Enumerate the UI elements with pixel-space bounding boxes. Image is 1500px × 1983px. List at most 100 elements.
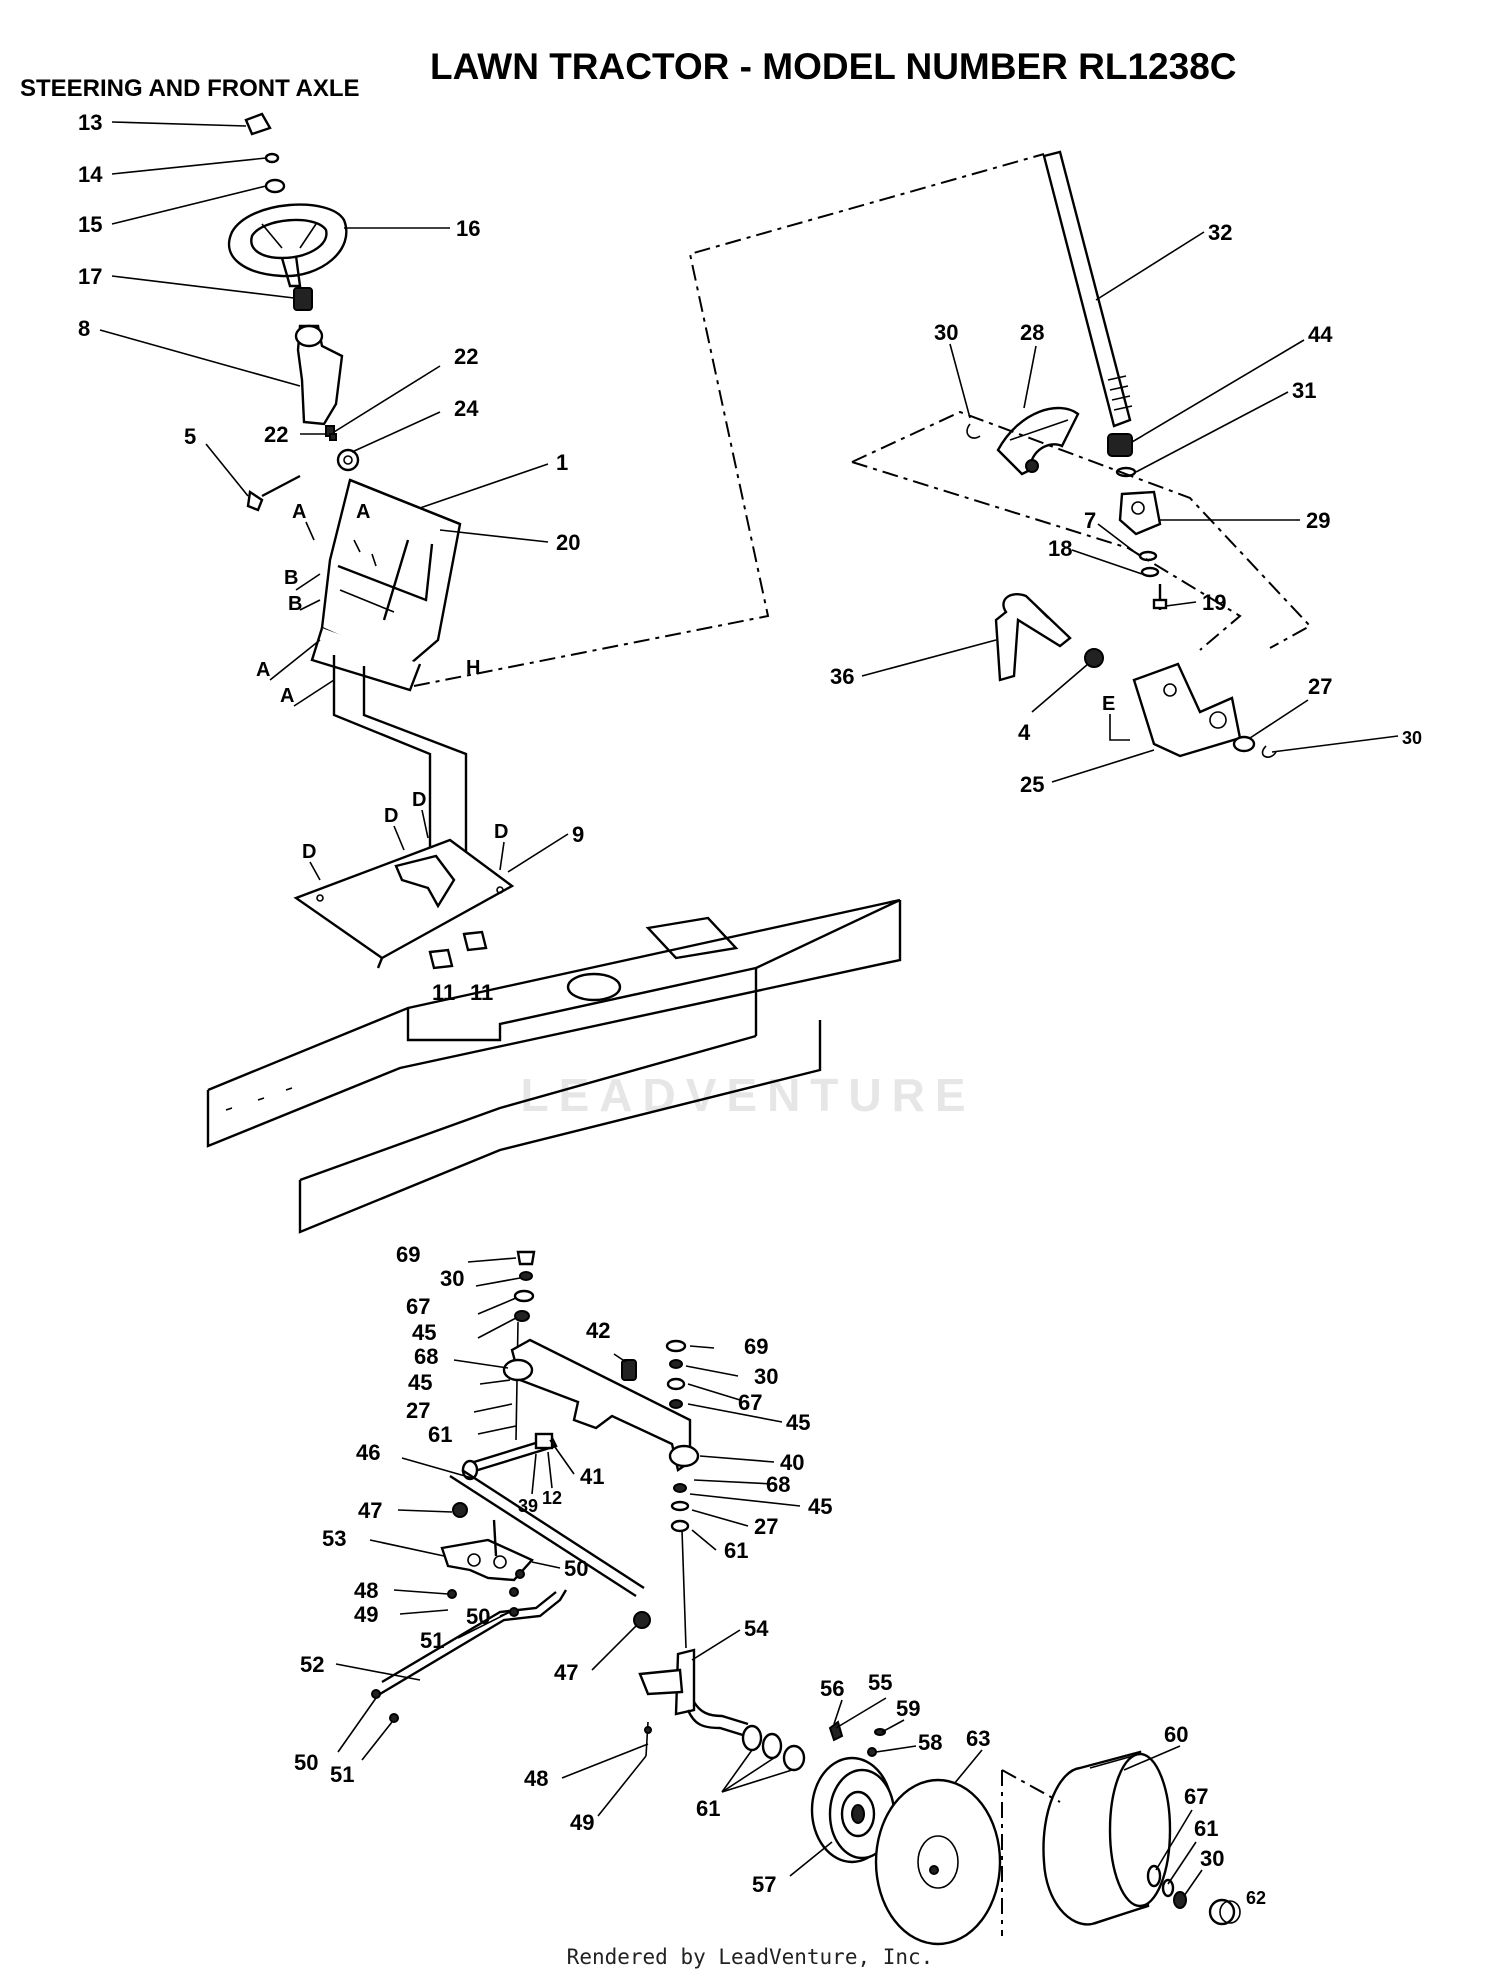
- callout-17: 17: [78, 264, 102, 289]
- callout-52: 52: [300, 1652, 324, 1677]
- bushing-4: [1084, 648, 1104, 668]
- ref-letter-b-1: B: [284, 567, 298, 589]
- callout-44: 44: [1308, 322, 1333, 347]
- clip-nut-11a: [428, 948, 454, 970]
- tractor-frame: [206, 898, 902, 1234]
- steering-bracket-53: [440, 1519, 534, 1582]
- spindle-54: [638, 1648, 749, 1738]
- callout-18: 18: [1048, 536, 1072, 561]
- washer-31: [1115, 466, 1137, 478]
- ref-letter-d-3: D: [412, 789, 426, 811]
- wheel-washers-61: [741, 1724, 806, 1772]
- steering-arm-36: [994, 593, 1072, 682]
- callout-50-lower: 50: [294, 1750, 318, 1775]
- callout-5: 5: [184, 424, 196, 449]
- callout-59: 59: [896, 1696, 920, 1721]
- callout-28: 28: [1020, 320, 1044, 345]
- callout-14: 14: [78, 162, 103, 187]
- callout-53: 53: [322, 1526, 346, 1551]
- washer-7: [1138, 550, 1158, 562]
- callout-19: 19: [1202, 590, 1226, 615]
- callout-7: 7: [1084, 508, 1096, 533]
- callout-48-lower: 48: [524, 1766, 548, 1791]
- callout-22-upper: 22: [454, 344, 478, 369]
- callout-58: 58: [918, 1730, 942, 1755]
- drag-link-46: [449, 1468, 645, 1598]
- callout-50-upper: 50: [564, 1556, 588, 1581]
- diagram-title: LAWN TRACTOR - MODEL NUMBER RL1238C: [430, 46, 1237, 87]
- ref-letter-b-2: B: [288, 593, 302, 615]
- callout-11-left: 11: [432, 980, 455, 1005]
- clip-30a: [966, 423, 981, 439]
- callout-4: 4: [1018, 720, 1031, 745]
- reference-letters: A B B A A A H D D D D E: [256, 501, 1115, 863]
- callout-22-lower: 22: [264, 422, 288, 447]
- callout-16: 16: [456, 216, 480, 241]
- callout-30-hub: 30: [1200, 1846, 1224, 1871]
- floor-plate-9: [293, 838, 515, 969]
- wheel-assembly-60: [1042, 1750, 1172, 1926]
- callout-55: 55: [868, 1670, 892, 1695]
- callout-9: 9: [572, 822, 584, 847]
- callout-31: 31: [1292, 378, 1316, 403]
- support-bracket-25: [1132, 662, 1242, 758]
- callout-32: 32: [1208, 220, 1232, 245]
- ref-letter-d-2: D: [384, 805, 398, 827]
- mounting-bracket-h: [310, 627, 422, 692]
- callout-27-mid-right: 27: [754, 1514, 778, 1539]
- steering-column-boot-8: [294, 324, 344, 426]
- callout-8: 8: [78, 316, 90, 341]
- callout-68-right: 68: [766, 1472, 790, 1497]
- callout-12: 12: [542, 1488, 562, 1508]
- callout-47-upper: 47: [358, 1498, 382, 1523]
- ref-letter-a-4: A: [356, 501, 370, 523]
- section-title: STEERING AND FRONT AXLE: [20, 75, 360, 102]
- callout-42: 42: [586, 1318, 610, 1343]
- pinion-gear-44: [1107, 433, 1133, 457]
- ball-joint-47b: [633, 1611, 651, 1629]
- callout-labels: 13 14 15 16 17 8 22 22 24 5 1 20 9 11 11…: [78, 110, 1422, 1908]
- watermark-text: LEADVENTURE: [520, 1069, 976, 1121]
- steering-adapter-17: [293, 287, 313, 311]
- steering-wheel-cap: [244, 112, 272, 136]
- axle-beam-40: [502, 1338, 700, 1472]
- callout-45-d: 45: [808, 1494, 832, 1519]
- bearing-block-29: [1118, 490, 1162, 536]
- nut-14: [264, 152, 280, 164]
- callout-39: 39: [518, 1496, 538, 1516]
- callout-20: 20: [556, 530, 580, 555]
- callout-48-upper: 48: [354, 1578, 378, 1603]
- callout-56: 56: [820, 1676, 844, 1701]
- callout-51-lower: 51: [330, 1762, 354, 1787]
- callout-61-right: 61: [724, 1538, 748, 1563]
- callout-61-left: 61: [428, 1422, 452, 1447]
- pivot-bolt-41: [461, 1432, 558, 1481]
- callout-45-a: 45: [412, 1320, 436, 1345]
- reference-ticks: [269, 521, 1130, 881]
- callout-30-right: 30: [754, 1364, 778, 1389]
- callout-47-lower: 47: [554, 1660, 578, 1685]
- callout-27-mid-left: 27: [406, 1398, 430, 1423]
- screw-5: [246, 474, 301, 512]
- callout-41: 41: [580, 1464, 604, 1489]
- ref-letter-a-3: A: [280, 685, 294, 707]
- callout-49-lower: 49: [570, 1810, 594, 1835]
- steering-wheel: [227, 203, 348, 288]
- ref-letter-e: E: [1102, 693, 1115, 715]
- leader-lines: [99, 121, 1399, 1897]
- ref-letter-d-1: D: [302, 841, 316, 863]
- callout-67-right: 67: [738, 1390, 762, 1415]
- callout-45-b: 45: [408, 1370, 432, 1395]
- callout-13: 13: [78, 110, 102, 135]
- clip-30b: [1261, 745, 1277, 758]
- callout-30-gear: 30: [934, 320, 958, 345]
- ref-letter-h: H: [466, 657, 480, 679]
- column-support-rods: [332, 655, 468, 860]
- grease-fitting-42: [621, 1359, 637, 1381]
- steering-shaft-32: [1042, 150, 1133, 428]
- callout-62: 62: [1246, 1888, 1266, 1908]
- callout-61-hub: 61: [1194, 1816, 1218, 1841]
- callout-45-c: 45: [786, 1410, 810, 1435]
